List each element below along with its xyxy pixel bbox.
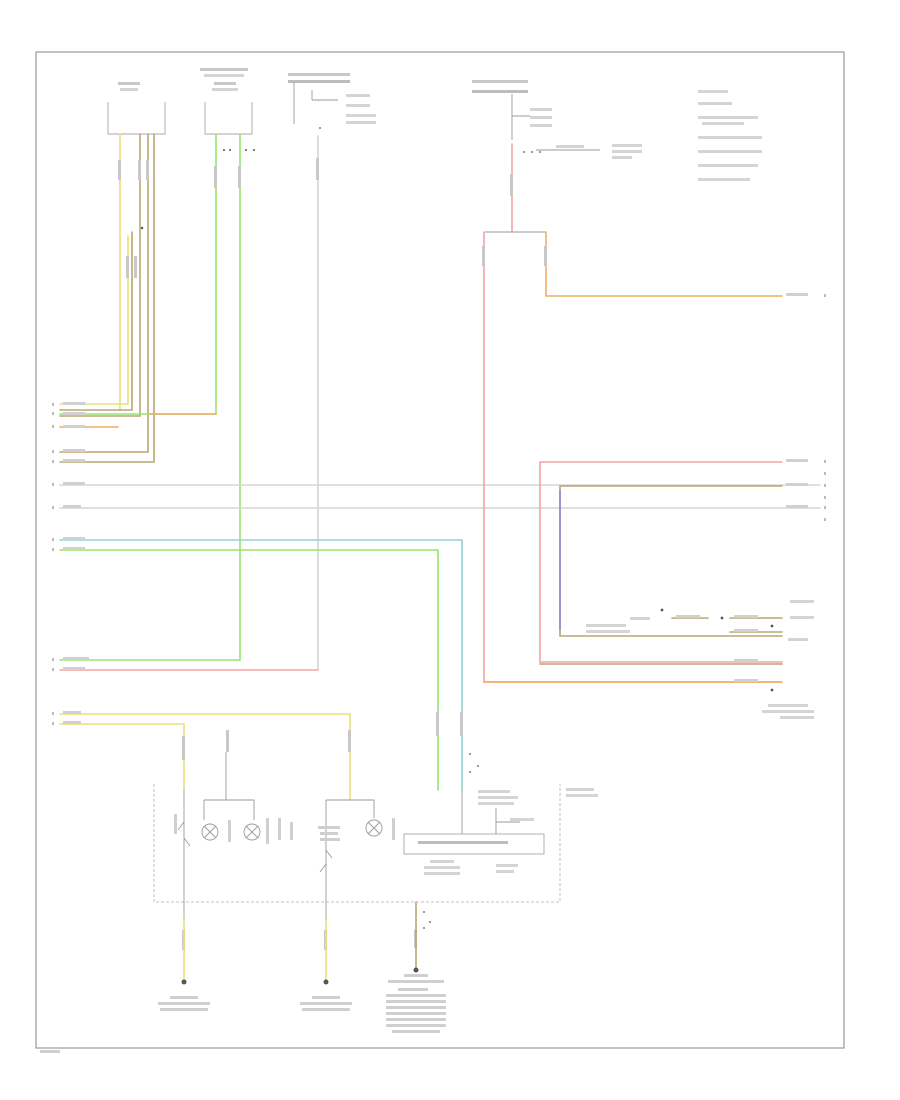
terminals: [140, 149, 774, 692]
wire-yellow-lamp-2: [59, 723, 185, 791]
ground-point-left: [181, 979, 187, 985]
wire-yellow-lamp-1: [59, 713, 351, 801]
right-wire-tags: [676, 293, 808, 682]
left-pin-numbers: [52, 403, 54, 725]
diagram-frame: [35, 51, 845, 1049]
lamp-group-right: [318, 799, 395, 974]
footer-page-tag: [40, 1050, 60, 1053]
right-pin-numbers: [824, 294, 826, 521]
bottom-right-module: [403, 833, 545, 855]
legend: [698, 90, 762, 181]
ground-label-left: [158, 996, 210, 1011]
lamp-group-left: [174, 752, 293, 974]
top-right-relay: [472, 80, 642, 159]
wire-lightblue: [59, 539, 463, 791]
wire-yellow-branch: [59, 235, 129, 405]
top-connector-module: [288, 73, 376, 129]
vertical-wire-tags: [118, 158, 547, 950]
ground-point-center: [323, 979, 329, 985]
wire-orange-right: [545, 231, 783, 297]
top-left-module: [107, 82, 166, 135]
ground-label-right: [386, 974, 446, 1033]
bottom-dashed-enclosure: [153, 784, 561, 903]
right-connector-labels: [586, 600, 814, 719]
wire-pink-right-upper: [539, 461, 783, 663]
wire-pink-long: [483, 231, 783, 683]
wire-tan-branch: [59, 231, 133, 411]
top-center-module: [200, 68, 253, 135]
left-wire-tags: [63, 402, 89, 724]
wire-green-center: [59, 133, 241, 661]
ground-point-right: [413, 967, 419, 973]
wire-green-lower: [59, 549, 439, 791]
ground-label-center: [300, 996, 352, 1011]
